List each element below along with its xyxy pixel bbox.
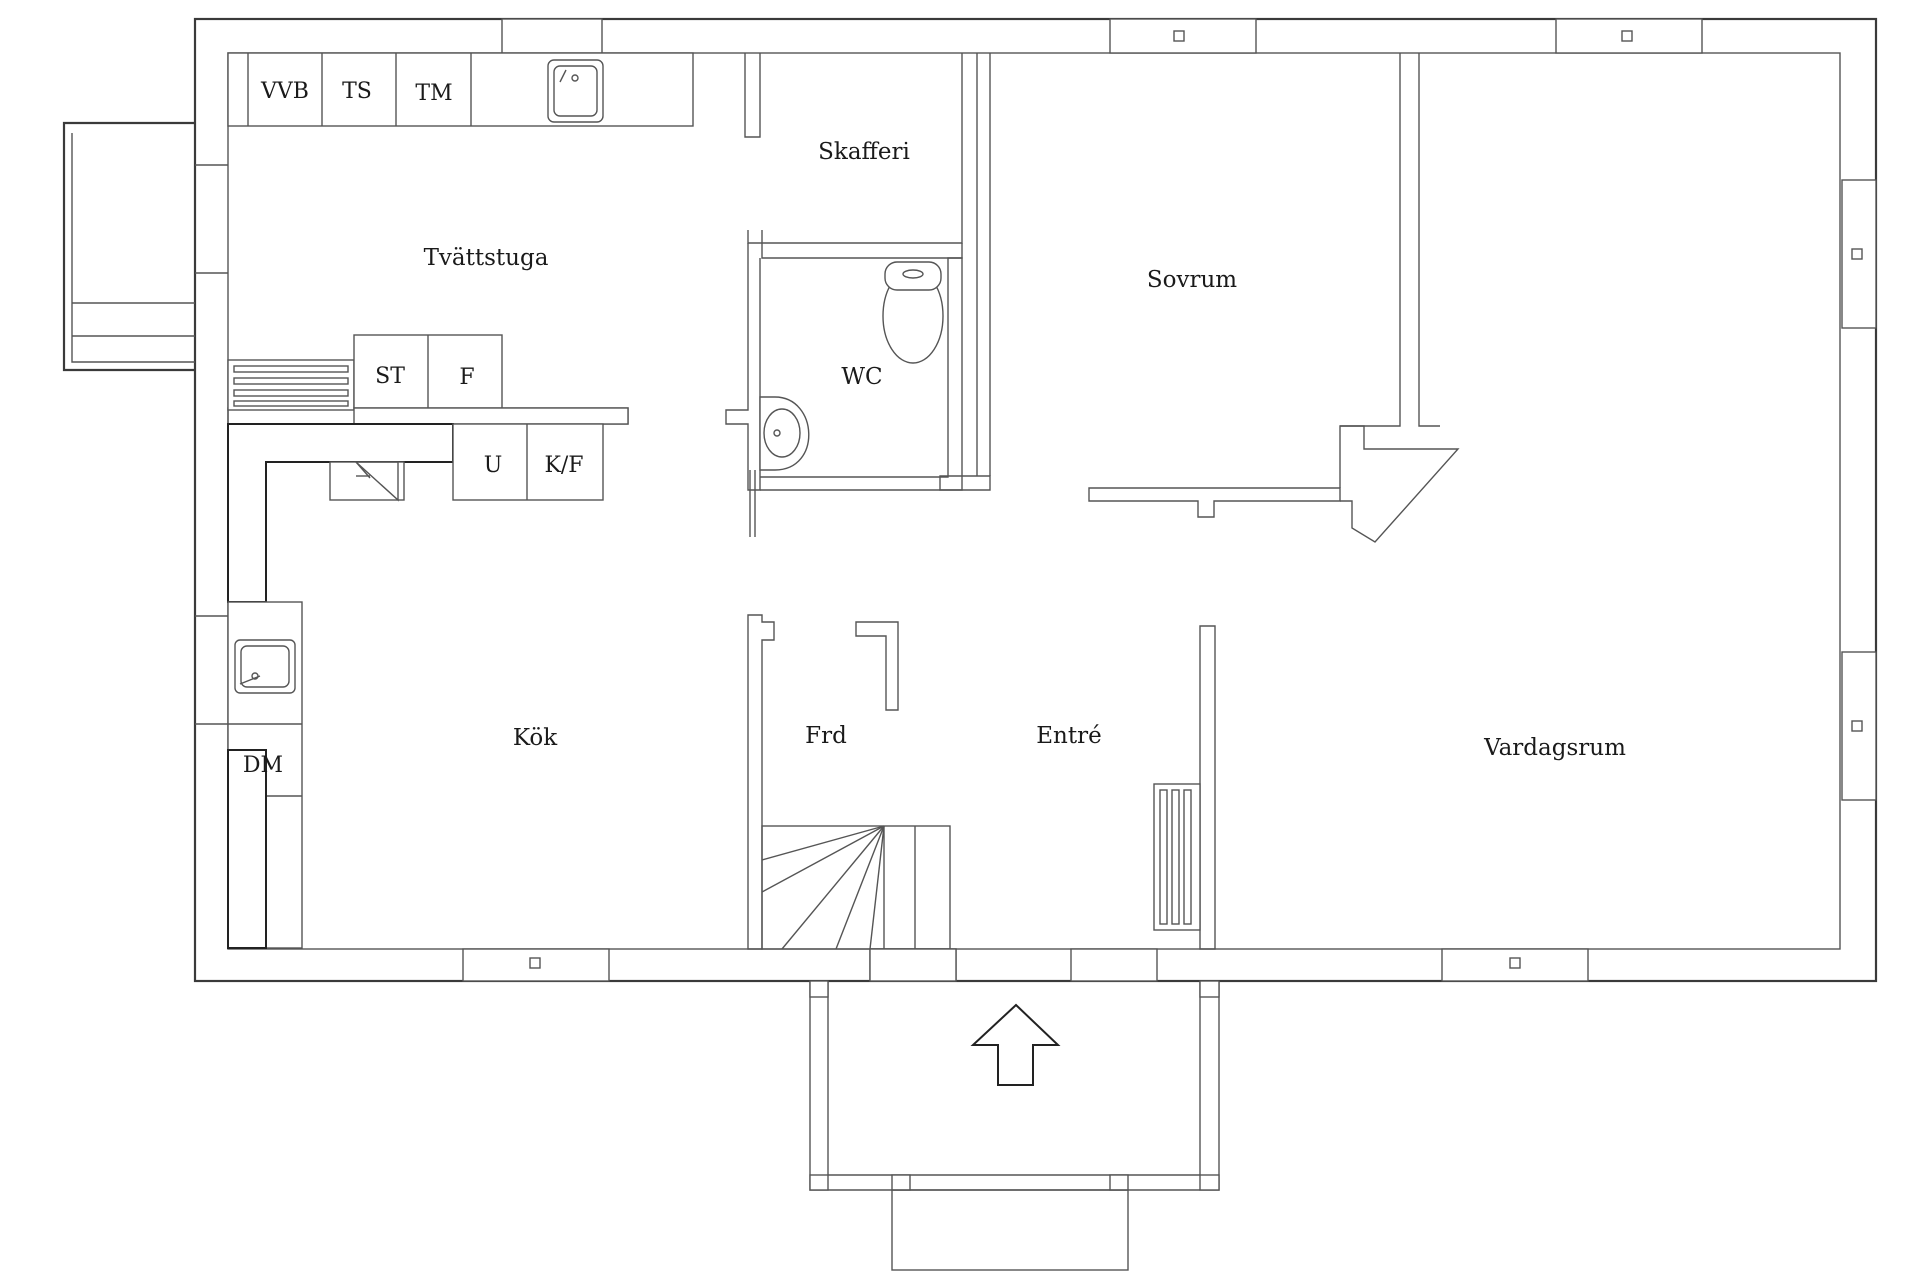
toilet-icon bbox=[882, 261, 944, 364]
room-labels: Tvättstuga Skafferi Sovrum WC Kök Frd En… bbox=[424, 139, 1626, 761]
room-label-frd: Frd bbox=[805, 723, 847, 749]
fixture-label-f: F bbox=[459, 365, 474, 390]
exterior-walls bbox=[62, 17, 1878, 983]
fixture-label-vvb: VVB bbox=[260, 79, 309, 104]
fixture-label-kf: K/F bbox=[544, 453, 583, 478]
laundry-counter bbox=[227, 52, 694, 127]
room-label-wc: WC bbox=[841, 364, 882, 390]
radiator-icon bbox=[227, 359, 355, 411]
divider-counter bbox=[353, 407, 629, 425]
room-label-kok: Kök bbox=[513, 725, 558, 751]
room-label-vardagsrum: Vardagsrum bbox=[1483, 735, 1626, 761]
fixture-label-dm: DM bbox=[243, 753, 283, 778]
laundry-sink-icon bbox=[547, 59, 604, 123]
fixture-label-tm: TM bbox=[415, 81, 452, 106]
room-label-tvattstuga: Tvättstuga bbox=[424, 245, 549, 271]
kitchen-counter bbox=[227, 423, 604, 949]
windows bbox=[462, 18, 1877, 982]
stairs-icon bbox=[761, 825, 957, 982]
interior-walls bbox=[227, 53, 1460, 1271]
room-label-skafferi: Skafferi bbox=[818, 139, 910, 165]
fixture-label-u: U bbox=[484, 453, 503, 478]
room-label-entre: Entré bbox=[1036, 723, 1101, 749]
fixture-label-ts: TS bbox=[342, 79, 372, 104]
fixture-labels: VVB TS TM ST F U K/F DM bbox=[243, 79, 584, 778]
entre-radiator-icon bbox=[1153, 783, 1201, 931]
wc-sink-icon bbox=[759, 396, 810, 471]
room-label-sovrum: Sovrum bbox=[1147, 267, 1237, 293]
fixture-label-st: ST bbox=[375, 364, 405, 389]
entrance-arrow-icon bbox=[970, 1003, 1061, 1086]
kitchen-sink-icon bbox=[234, 639, 296, 694]
